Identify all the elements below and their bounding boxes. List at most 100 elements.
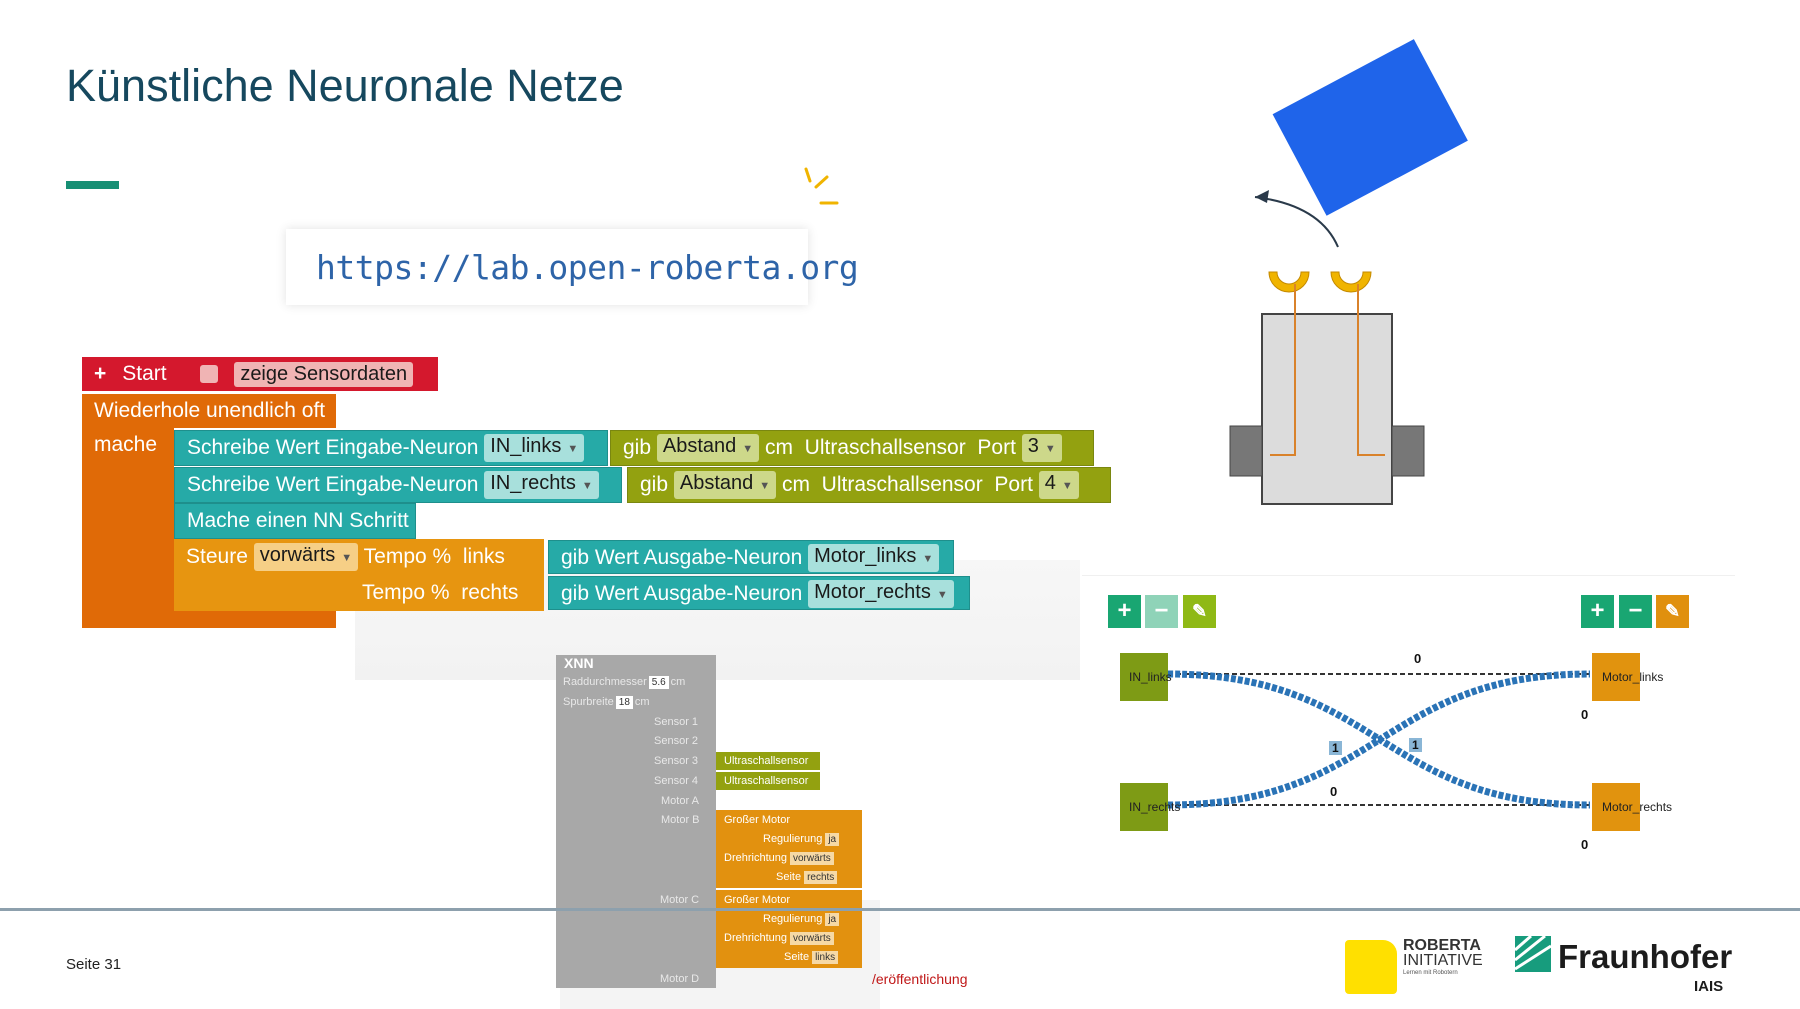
get2-port[interactable]: 4▼ [1038, 471, 1079, 500]
fraunhofer-name: Fraunhofer [1558, 938, 1733, 975]
get-distance-2[interactable]: gib Abstand▼ cm Ultraschallsensor Port 4… [627, 467, 1111, 503]
motorC-block-label: Großer Motor [724, 894, 791, 906]
roberta-initiative: INITIATIVE [1403, 952, 1483, 969]
show-sensor-field: zeige Sensordaten [234, 361, 414, 387]
wheel-right [1391, 425, 1425, 477]
checkbox-icon[interactable] [200, 365, 219, 384]
fraunhofer-logo-icon [1515, 936, 1551, 972]
motorA-label: Motor A [661, 795, 699, 807]
left-label: links [462, 545, 505, 568]
nn-bias-output-1[interactable]: 0 [1581, 707, 1589, 722]
spark-icon [804, 167, 839, 205]
plus-icon: + [94, 362, 107, 385]
out1-label: gib Wert Ausgabe-Neuron [561, 546, 803, 569]
nn-output-node-1[interactable]: Motor_links [1592, 653, 1663, 701]
nn-weight-cross-1[interactable]: 1 [1329, 741, 1342, 755]
title-accent-bar [66, 181, 119, 189]
fraunhofer-iais: IAIS [1694, 978, 1724, 995]
steer-label: Steure [186, 545, 248, 568]
nn-remove-input-button[interactable]: − [1145, 595, 1178, 628]
get2-sensor: Ultraschallsensor [821, 473, 983, 496]
nn-connections [1167, 670, 1591, 809]
out2-field[interactable]: Motor_rechts▼ [808, 580, 954, 609]
steer-direction[interactable]: vorwärts▼ [253, 543, 359, 572]
sensor3-block[interactable]: Ultraschallsensor [716, 752, 820, 770]
nn-step-block[interactable]: Mache einen NN Schritt [174, 503, 416, 539]
get-output-neuron-2[interactable]: gib Wert Ausgabe-Neuron Motor_rechts▼ [548, 576, 970, 610]
sensor4-label: Sensor 4 [654, 775, 699, 787]
config-title: XNN [564, 655, 594, 671]
sensor4-block[interactable]: Ultraschallsensor [716, 772, 820, 790]
motorB-block[interactable] [716, 810, 862, 888]
sensor1-label: Sensor 1 [654, 716, 699, 728]
speed-left-label: Tempo % [363, 545, 452, 568]
slide-title: Künstliche Neuronale Netze [66, 60, 624, 111]
repeat-body[interactable]: mache [82, 428, 174, 606]
sensor2-label: Sensor 2 [654, 735, 699, 747]
nn-input-node-1[interactable]: IN_links [1120, 653, 1172, 701]
roberta-tagline: Lernen mit Robotern [1403, 970, 1458, 976]
obstacle-rect [1272, 39, 1468, 216]
motorD-label: Motor D [660, 973, 700, 985]
get1-field[interactable]: Abstand▼ [656, 434, 760, 463]
nn-edit-input-button[interactable]: ✎ [1183, 595, 1216, 628]
page-number: Seite 31 [66, 956, 122, 973]
nn-bias-output-2[interactable]: 0 [1581, 837, 1589, 852]
out1-field[interactable]: Motor_links▼ [808, 544, 940, 573]
url-link[interactable]: https://lab.open-roberta.org [316, 248, 859, 287]
write2-label: Schreibe Wert Eingabe-Neuron [187, 473, 479, 496]
nn-add-output-button[interactable]: + [1581, 595, 1614, 628]
roberta-name: ROBERTA [1403, 937, 1481, 954]
roberta-logo-icon [1345, 940, 1397, 994]
sensor-right-icon [1330, 271, 1372, 293]
write1-field[interactable]: IN_links▼ [484, 434, 585, 463]
nn-weight-cross-2[interactable]: 1 [1409, 738, 1422, 752]
get-output-neuron-1[interactable]: gib Wert Ausgabe-Neuron Motor_links▼ [548, 540, 954, 574]
config-block[interactable] [556, 655, 716, 988]
speed-right-label: Tempo % [362, 581, 450, 604]
nn-weight-bottom[interactable]: 0 [1330, 784, 1338, 799]
get-distance-1[interactable]: gib Abstand▼ cm Ultraschallsensor Port 3… [610, 430, 1094, 466]
start-block[interactable]: + Start zeige Sensordaten [82, 357, 438, 391]
motorC-label: Motor C [660, 894, 700, 906]
url-box [286, 229, 808, 305]
sensor-left-icon [1268, 271, 1310, 293]
get1-unit: cm [765, 436, 793, 459]
nn-input-node-2[interactable]: IN_rechts [1120, 783, 1180, 831]
footer-divider [0, 908, 1800, 911]
nn-output-node-2[interactable]: Motor_rechts [1592, 783, 1672, 831]
publication-note: /eröffentlichung [872, 971, 968, 987]
get1-port-label: Port [977, 436, 1016, 459]
get2-label: gib [640, 473, 669, 496]
write-input-neuron-1[interactable]: Schreibe Wert Eingabe-Neuron IN_links▼ [174, 430, 608, 466]
get2-port-label: Port [994, 473, 1033, 496]
start-label: Start [122, 362, 167, 385]
wheel-left [1229, 425, 1263, 477]
motorB-block-label: Großer Motor [724, 814, 791, 826]
steer-block[interactable]: Steure vorwärts▼ Tempo % links Tempo % r… [174, 539, 544, 611]
write-input-neuron-2[interactable]: Schreibe Wert Eingabe-Neuron IN_rechts▼ [174, 467, 622, 503]
sensor3-label: Sensor 3 [654, 755, 699, 767]
write1-label: Schreibe Wert Eingabe-Neuron [187, 436, 479, 459]
turn-arrow-icon [1254, 196, 1339, 248]
repeat-header[interactable]: Wiederhole unendlich oft [82, 394, 336, 428]
nn-edit-output-button[interactable]: ✎ [1656, 595, 1689, 628]
get2-field[interactable]: Abstand▼ [673, 471, 777, 500]
nn-remove-output-button[interactable]: − [1619, 595, 1652, 628]
nn-weight-top[interactable]: 0 [1414, 651, 1422, 666]
repeat-footer [82, 606, 336, 628]
out2-label: gib Wert Ausgabe-Neuron [561, 582, 803, 605]
nn-add-input-button[interactable]: + [1108, 595, 1141, 628]
write2-field[interactable]: IN_rechts▼ [484, 471, 599, 500]
robot-body [1261, 313, 1393, 505]
nn-divider [1082, 575, 1735, 576]
robot-diagram [1229, 39, 1468, 505]
get1-port[interactable]: 3▼ [1021, 434, 1062, 463]
